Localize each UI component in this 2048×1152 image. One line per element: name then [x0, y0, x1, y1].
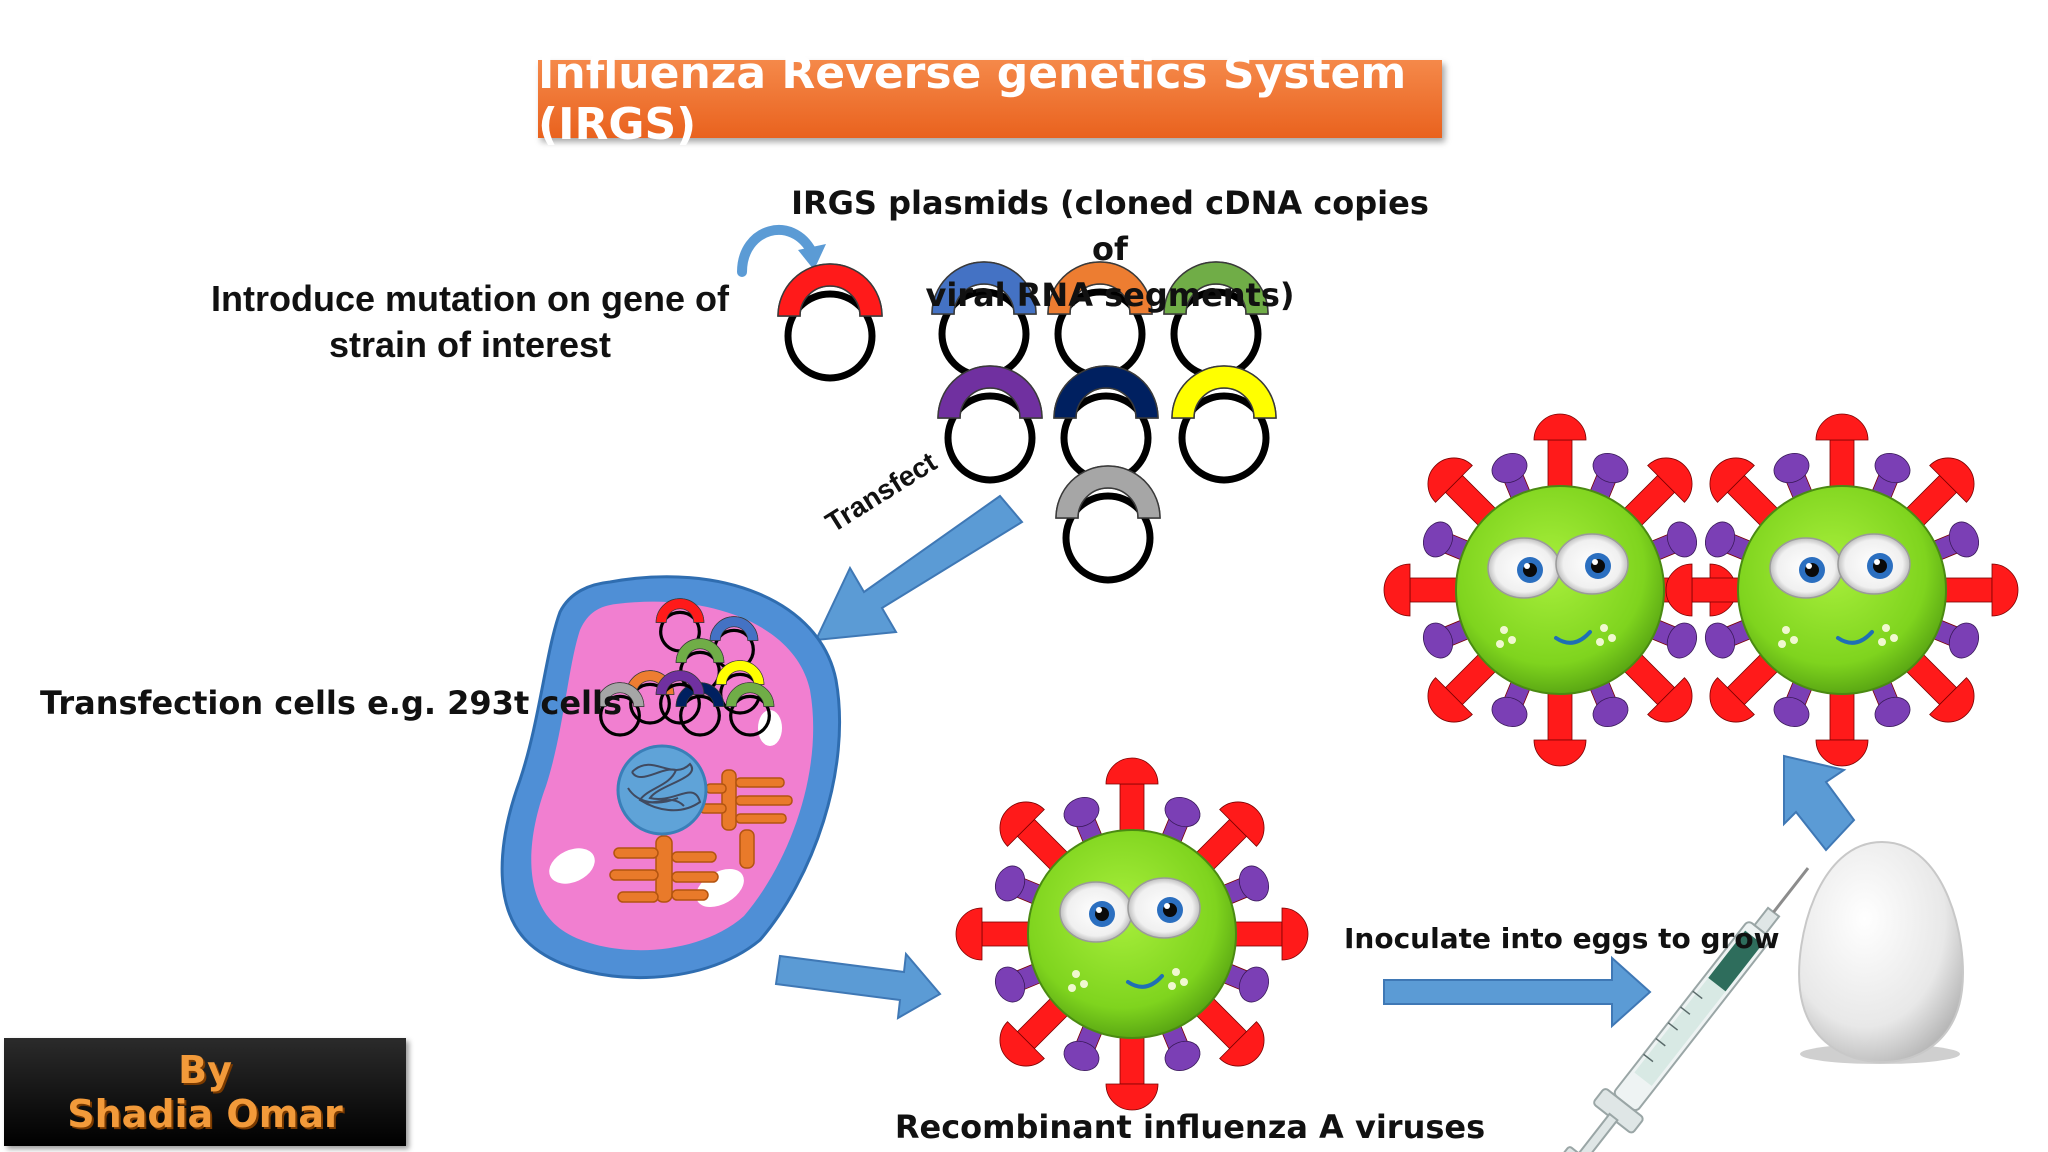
virus-freckle [1608, 634, 1616, 642]
grown-virus-right [1665, 413, 2019, 767]
inoculate-label: Inoculate into eggs to grow [1344, 922, 1780, 955]
plasmid-mutated [777, 263, 883, 382]
virus-core [1455, 485, 1665, 695]
grown-virus-left [1383, 413, 1737, 767]
golgi-apparatus [699, 769, 793, 869]
transfection-cell [500, 575, 841, 979]
virus-core [1737, 485, 1947, 695]
egg-to-virus-arrow [1783, 754, 1856, 852]
mutation-label-line1: Introduce mutation on gene of [211, 278, 729, 319]
mutation-curved-arrow [737, 225, 817, 277]
virus-freckle [1882, 624, 1890, 632]
page-title: Influenza Reverse genetics System (IRGS) [538, 48, 1442, 150]
author-name: Shadia Omar [67, 1092, 343, 1136]
nucleus-dna [627, 762, 702, 812]
egg [1798, 840, 1964, 1064]
cell-plasmid [675, 682, 725, 737]
cell-plasmid [725, 682, 775, 737]
plasmid-segment [1055, 465, 1161, 584]
cell-to-virus-arrow [774, 951, 942, 1020]
mutation-label: Introduce mutation on gene of strain of … [180, 276, 760, 368]
virus-to-egg-arrow [1383, 955, 1652, 1029]
virus-freckle [1496, 640, 1504, 648]
virus-freckle [1180, 978, 1188, 986]
plasmid-group [777, 261, 1277, 584]
recombinant-label: Recombinant influenza A viruses [894, 1108, 1486, 1146]
vacuole [549, 848, 595, 884]
recombinant-virus [955, 757, 1309, 1111]
virus-freckle [1878, 638, 1886, 646]
virus-freckle [1172, 968, 1180, 976]
author-by: By [178, 1048, 232, 1092]
virus-freckle [1600, 624, 1608, 632]
virus-freckle [1072, 970, 1080, 978]
virus-smile [1554, 630, 1592, 645]
plasmid-segment [1053, 365, 1159, 484]
author-badge: By Shadia Omar [4, 1038, 406, 1146]
endoplasmic-reticulum [609, 835, 719, 903]
virus-freckle [1168, 982, 1176, 990]
transfect-arrow [814, 494, 1024, 642]
cell-plasmid [625, 670, 675, 725]
plasmid-segment [1047, 261, 1153, 380]
plasmids-label: IRGS plasmids (cloned cDNA copies of vir… [790, 180, 1430, 318]
cell-plasmid-cluster [595, 598, 775, 737]
virus-core [1027, 829, 1237, 1039]
plasmid-segment [937, 365, 1043, 484]
plasmids-label-line2: viral RNA segments) [925, 276, 1295, 314]
plasmid-segment [1171, 365, 1277, 484]
mutation-label-line2: strain of interest [328, 324, 612, 365]
cell-plasmid [595, 682, 645, 737]
virus-smile [1836, 630, 1874, 645]
cell-plasmid [655, 670, 705, 725]
virus-freckle [1508, 636, 1516, 644]
mutation-curved-arrow-head [798, 244, 826, 270]
virus-freckle [1890, 634, 1898, 642]
vacuole [758, 710, 782, 746]
virus-freckle [1500, 626, 1508, 634]
virus-freckle [1782, 626, 1790, 634]
cells-label: Transfection cells e.g. 293t cells [40, 684, 623, 722]
virus-freckle [1778, 640, 1786, 648]
syringe [1562, 867, 1810, 1152]
virus-freckle [1790, 636, 1798, 644]
virus-freckle [1596, 638, 1604, 646]
virus-smile [1126, 974, 1164, 989]
plasmids-label-line1: IRGS plasmids (cloned cDNA copies of [791, 184, 1429, 268]
virus-freckle [1068, 984, 1076, 992]
virus-freckle [1080, 980, 1088, 988]
